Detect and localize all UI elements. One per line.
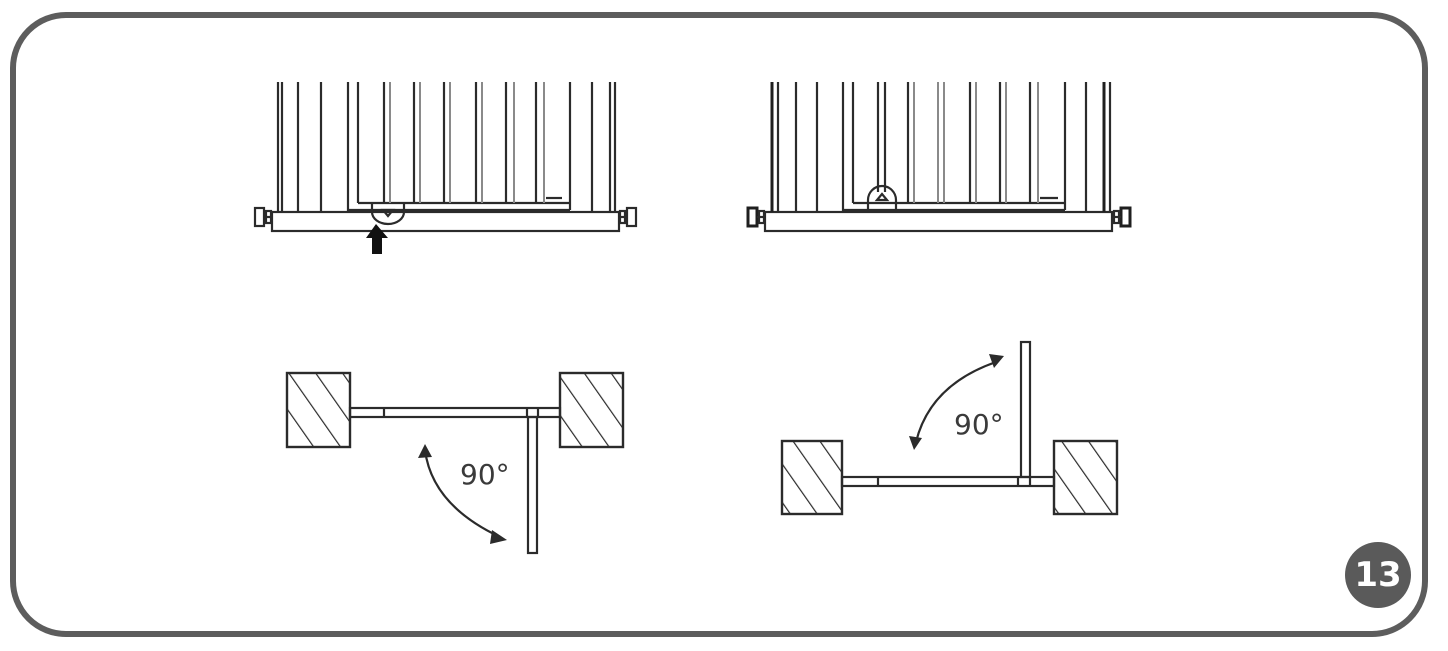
gate-front-view-latch-lifted — [746, 82, 1132, 233]
left-tension-knob — [253, 206, 273, 228]
hatched-wall-icon — [285, 371, 352, 449]
gate-door-open — [1019, 340, 1032, 479]
left-tension-knob — [746, 206, 766, 228]
gate-latch — [866, 184, 898, 210]
curved-double-arrow-icon — [914, 360, 997, 443]
instruction-panel — [10, 12, 1428, 637]
hatched-wall-icon — [558, 371, 625, 449]
angle-label: 90° — [460, 458, 510, 491]
up-arrow-icon — [366, 224, 388, 254]
gate-frame-top-view — [840, 475, 1056, 488]
gate-top-view-open-toward: 90° — [285, 371, 625, 555]
step-number: 13 — [1354, 555, 1402, 595]
gate-top-view-open-away: 90° — [780, 340, 1119, 516]
step-number-badge: 13 — [1345, 542, 1411, 608]
hatched-wall-icon — [1052, 439, 1119, 516]
gate-door-open — [526, 415, 539, 555]
gate-bottom-rail — [763, 210, 1114, 233]
gate-latch — [370, 203, 406, 226]
curved-double-arrow-icon — [423, 449, 501, 538]
hatched-wall-icon — [780, 439, 844, 516]
angle-label: 90° — [954, 408, 1004, 441]
gate-bottom-rail — [270, 210, 621, 233]
right-tension-knob — [618, 206, 638, 228]
gate-frame-top-view — [348, 406, 562, 419]
gate-front-view-closed — [253, 82, 638, 254]
right-tension-knob — [1112, 206, 1132, 228]
